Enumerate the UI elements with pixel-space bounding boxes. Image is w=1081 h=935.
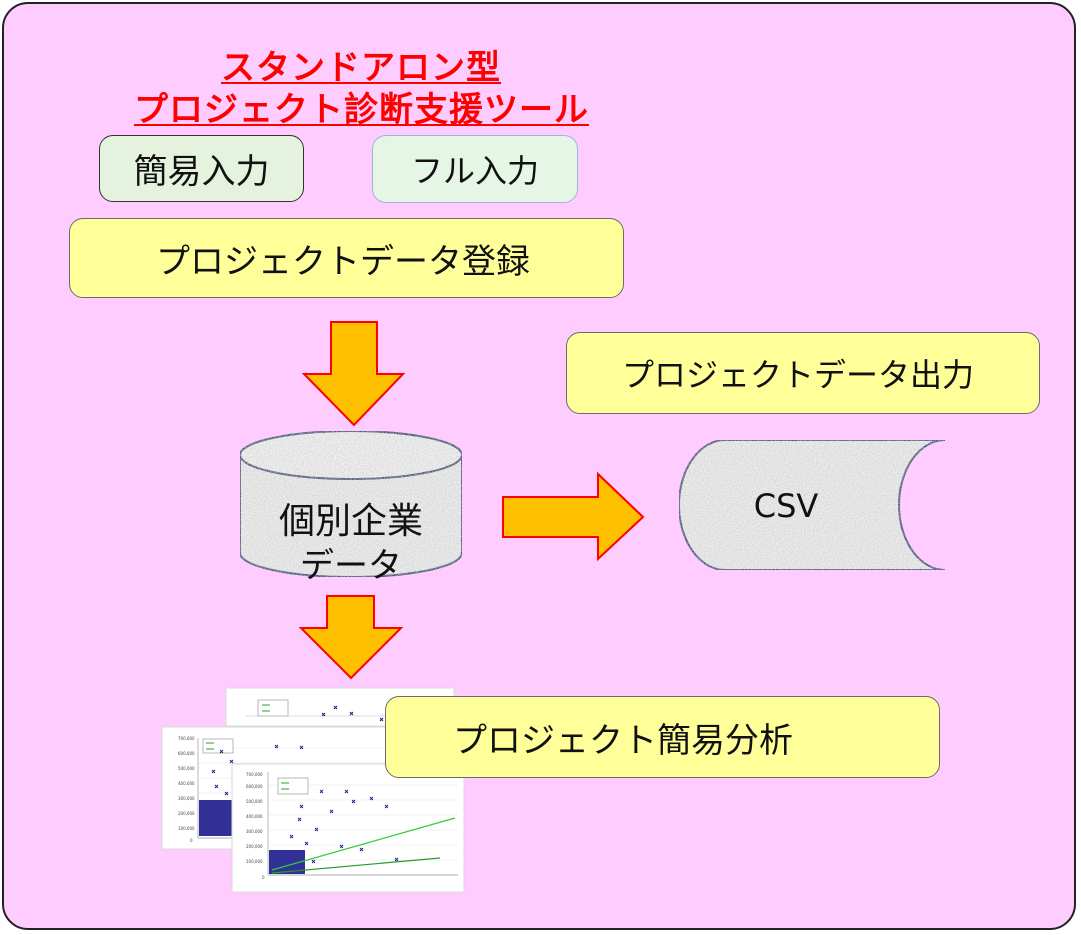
svg-text:400,000: 400,000	[246, 814, 263, 819]
svg-text:0: 0	[262, 875, 265, 880]
svg-text:700,000: 700,000	[246, 772, 263, 777]
svg-text:400,000: 400,000	[178, 781, 195, 786]
chart-thumbnail-front: 700,000 600,000 500,000 400,000 300,000 …	[231, 763, 465, 893]
svg-text:200,000: 200,000	[246, 844, 263, 849]
svg-text:600,000: 600,000	[178, 751, 195, 756]
svg-text:500,000: 500,000	[178, 766, 195, 771]
svg-text:200,000: 200,000	[178, 811, 195, 816]
database-cylinder	[239, 430, 463, 578]
csv-stored-data-shape	[678, 439, 946, 571]
right-arrow	[502, 471, 645, 562]
svg-text:300,000: 300,000	[246, 829, 263, 834]
project-data-output-box[interactable]: プロジェクトデータ出力	[566, 332, 1040, 414]
project-data-register-box[interactable]: プロジェクトデータ登録	[69, 218, 624, 298]
project-simple-analysis-box[interactable]: プロジェクト簡易分析	[385, 696, 940, 778]
database-label-line-1: 個別企業	[278, 501, 423, 542]
database-label-line-2: データ	[300, 546, 402, 586]
full-input-button[interactable]: フル入力	[372, 135, 578, 203]
csv-label: CSV	[753, 487, 819, 525]
simple-input-button[interactable]: 簡易入力	[99, 135, 304, 202]
svg-text:500,000: 500,000	[246, 799, 263, 804]
svg-text:700,000: 700,000	[178, 736, 195, 741]
down-arrow-2	[298, 595, 404, 680]
title-line-1: スタンドアロン型	[221, 48, 501, 88]
title-line-2: プロジェクト診断支援ツール	[134, 90, 589, 130]
down-arrow-1	[301, 321, 406, 427]
svg-text:600,000: 600,000	[246, 784, 263, 789]
svg-text:300,000: 300,000	[178, 796, 195, 801]
svg-text:100,000: 100,000	[178, 826, 195, 831]
svg-text:0: 0	[190, 838, 193, 843]
svg-text:100,000: 100,000	[246, 859, 263, 864]
